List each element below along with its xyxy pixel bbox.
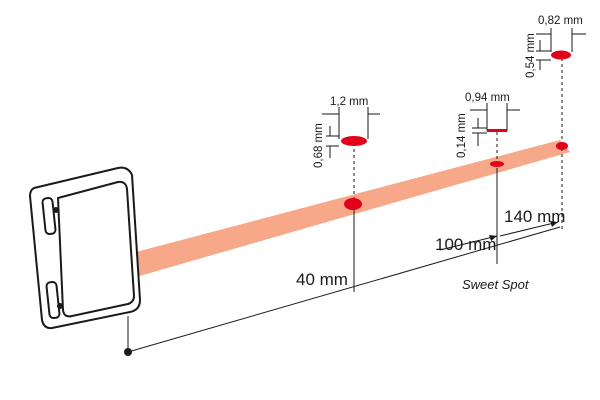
distance-label-40: 40 mm	[296, 270, 348, 289]
distance-label-140: 140 mm	[504, 207, 565, 226]
origin-dot	[124, 348, 132, 356]
mid-spot-magnified	[487, 129, 507, 132]
near-width-label: 1,2 mm	[330, 96, 368, 108]
near-spot-detail	[322, 107, 380, 158]
far-spot-magnified	[551, 50, 571, 60]
sensor-housing	[29, 166, 141, 330]
reference-line	[127, 226, 561, 353]
far-spot-detail	[536, 28, 586, 70]
mid-width-label: 0,94 mm	[465, 92, 510, 104]
mid-spot-detail	[470, 103, 520, 146]
distance-arrows	[439, 221, 559, 251]
beam-spot-mid	[490, 161, 504, 167]
far-height-label: 0,54 mm	[525, 33, 537, 78]
far-width-label: 0,82 mm	[538, 15, 583, 27]
distance-label-100: 100 mm	[435, 235, 496, 254]
beam-spot-near	[344, 198, 362, 210]
sweet-spot-label: Sweet Spot	[462, 277, 530, 292]
near-spot-magnified	[341, 136, 367, 146]
near-height-label: 0,68 mm	[313, 123, 325, 168]
mid-height-label: 0,14 mm	[456, 113, 468, 158]
beam-spot-far	[556, 142, 568, 150]
